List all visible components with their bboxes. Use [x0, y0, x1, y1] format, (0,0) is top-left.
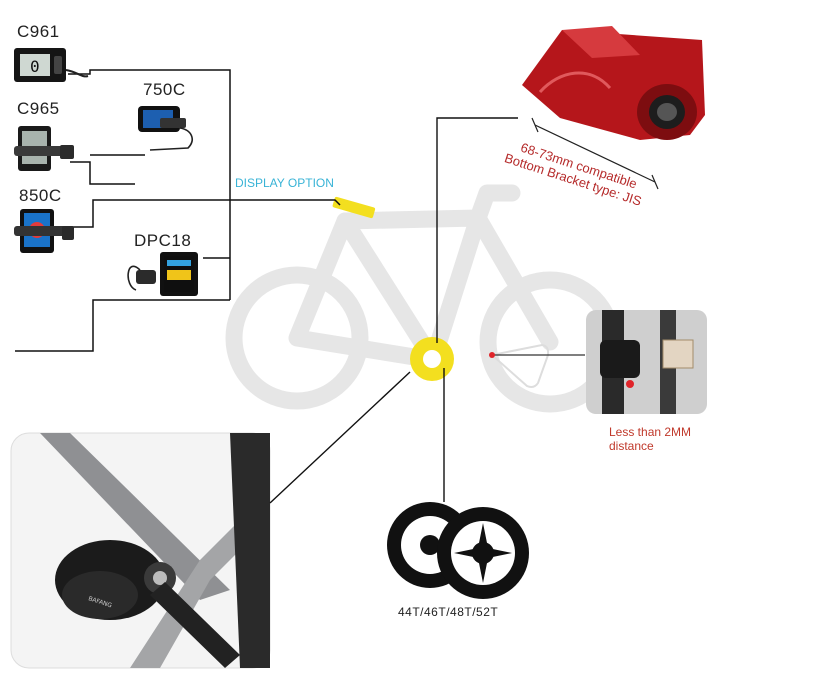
bb-width-dimension — [534, 124, 656, 183]
chainring-icon — [387, 502, 529, 599]
line-bottom — [15, 299, 230, 352]
line-display-option — [230, 199, 341, 206]
sensor-distance-note: Less than 2MM distance — [609, 425, 691, 453]
display-c961-icon: 0 — [14, 48, 89, 82]
sensor-distance-line2: distance — [609, 439, 654, 453]
bike-fork — [469, 209, 559, 351]
display-750c-icon — [138, 106, 193, 151]
motor-closeup-photo: BAFANG — [10, 432, 271, 669]
bike-handlebar — [469, 184, 521, 227]
display-c965-icon — [14, 126, 74, 171]
bike-rear-wheel — [225, 266, 369, 410]
bike-frame — [288, 212, 442, 369]
label-c961: C961 — [17, 22, 60, 41]
sensor-distance-line1: Less than 2MM — [609, 425, 692, 439]
display-connector-lines — [15, 69, 341, 352]
bottom-bracket-hole — [423, 350, 441, 368]
label-750c: 750C — [143, 80, 186, 99]
c961-screen-value: 0 — [30, 57, 40, 76]
display-option-label: DISPLAY OPTION — [235, 176, 334, 190]
label-c965: C965 — [17, 99, 60, 118]
display-850c-icon — [14, 209, 74, 253]
speed-sensor-line — [489, 343, 550, 388]
bike-silhouette — [225, 184, 621, 413]
sensor-closeup-photo — [586, 310, 707, 414]
display-dpc18-icon — [127, 252, 198, 296]
frame-pointer-line — [436, 117, 518, 343]
line-c961 — [68, 69, 231, 300]
frame-bottom-bracket-photo — [522, 26, 705, 190]
label-dpc18: DPC18 — [134, 231, 192, 250]
motor-pointer-line — [269, 371, 411, 504]
label-850c: 850C — [19, 186, 62, 205]
speed-sensor-dot — [489, 352, 495, 358]
saddle-highlight — [332, 196, 376, 219]
chainring-sizes-label: 44T/46T/48T/52T — [398, 605, 499, 619]
line-850c — [70, 199, 230, 228]
line-c965 — [70, 161, 135, 185]
